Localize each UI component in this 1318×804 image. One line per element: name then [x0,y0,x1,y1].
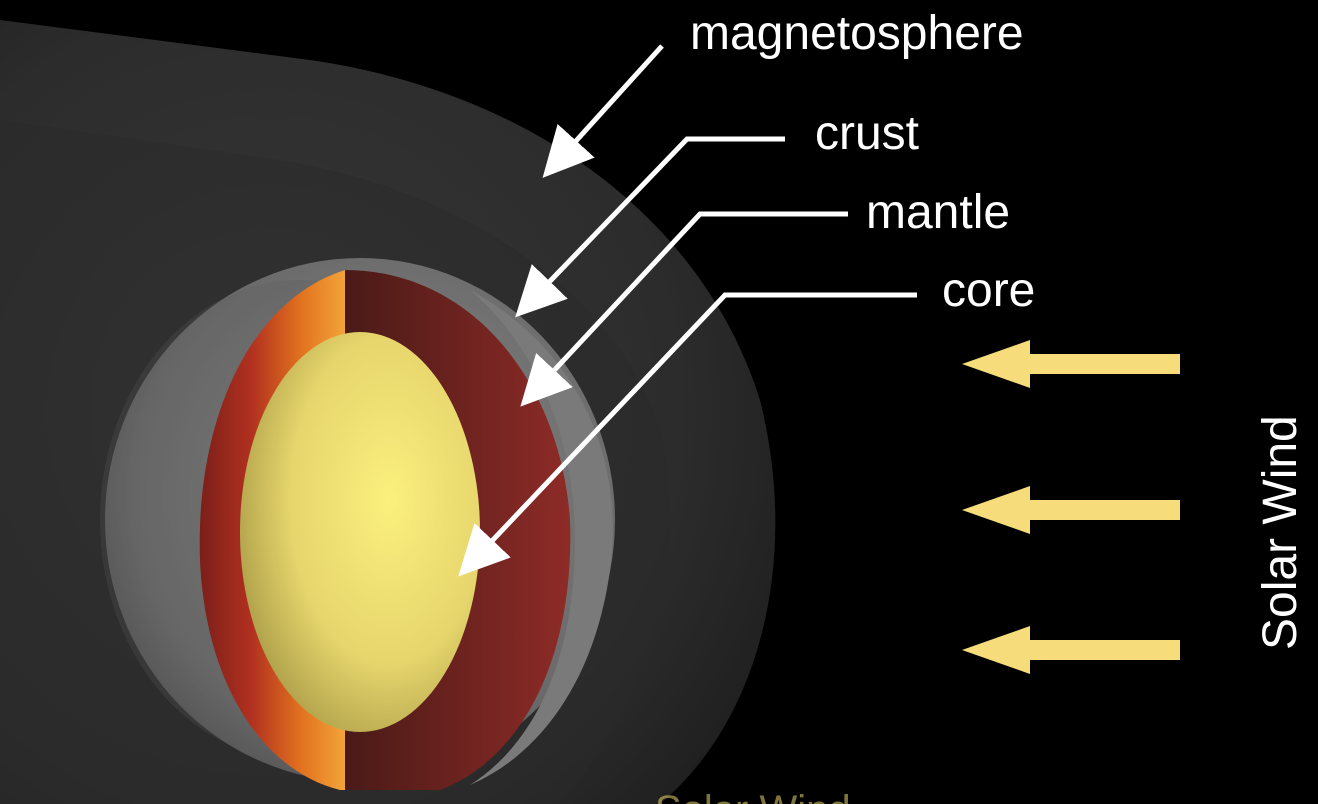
solar-wind-arrow-1 [962,340,1180,388]
label-solar-wind-faint: Solar Wind [655,790,851,804]
arrow-magnetosphere [556,46,662,163]
core-sphere [240,332,480,732]
solar-wind-arrow-2 [962,486,1180,534]
label-solar-wind: Solar Wind [1257,415,1305,650]
label-core: core [942,267,1035,315]
label-mantle: mantle [866,189,1010,237]
label-magnetosphere: magnetosphere [690,10,1024,58]
label-crust: crust [815,110,919,158]
solar-wind-arrow-3 [962,626,1180,674]
